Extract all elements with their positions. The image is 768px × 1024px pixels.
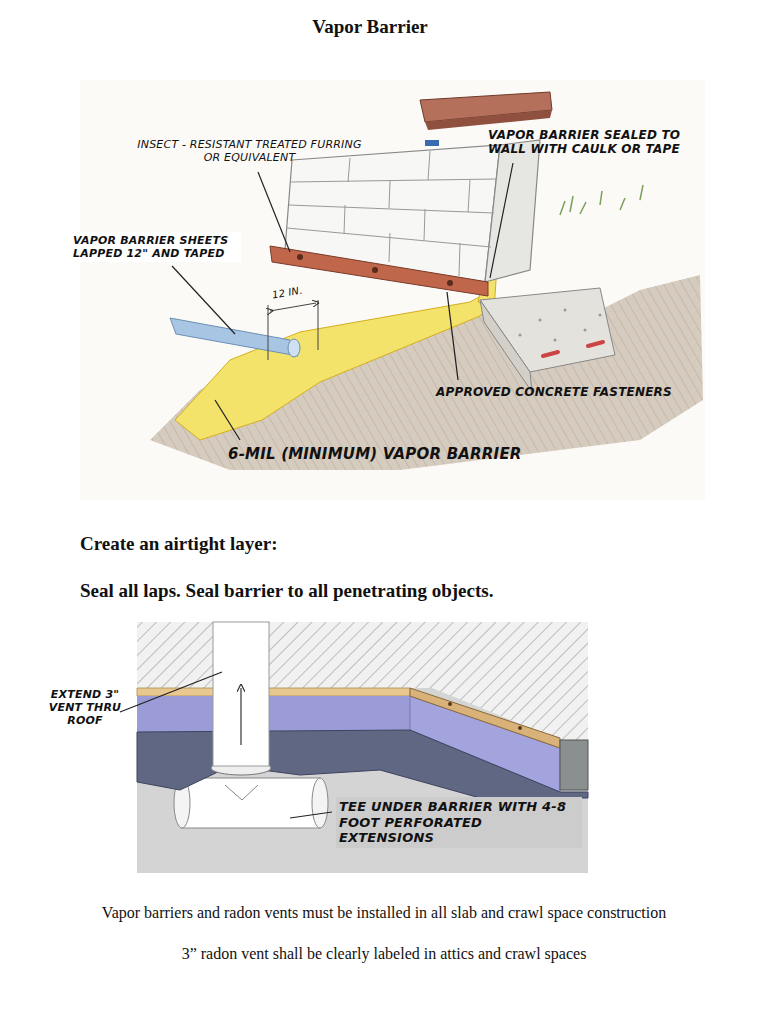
section-heading: Create an airtight layer:	[80, 533, 680, 556]
note-text: Vapor barriers and radon vents must be i…	[0, 903, 768, 922]
callout-label: INSECT - RESISTANT TREATED FURRING OR EQ…	[132, 138, 367, 164]
page-title: Vapor Barrier	[170, 16, 570, 39]
callout-label: 6-MIL (MINIMUM) VAPOR BARRIER	[228, 445, 522, 463]
crawlspace-illustration	[120, 622, 588, 873]
callout-label: VAPOR BARRIER SEALED TO WALL WITH CAULK …	[488, 128, 693, 157]
section-heading: Seal all laps. Seal barrier to all penet…	[80, 580, 700, 603]
callout-label: VAPOR BARRIER SHEETS LAPPED 12" AND TAPE…	[70, 232, 241, 262]
callout-label: EXTEND 3" VENT THRU ROOF	[46, 688, 124, 728]
callout-label: TEE UNDER BARRIER WITH 4-8 FOOT PERFORAT…	[336, 797, 582, 848]
callout-label: APPROVED CONCRETE FASTENERS	[436, 385, 672, 399]
foundation-illustration	[80, 80, 705, 500]
note-text: 3” radon vent shall be clearly labeled i…	[0, 944, 768, 963]
